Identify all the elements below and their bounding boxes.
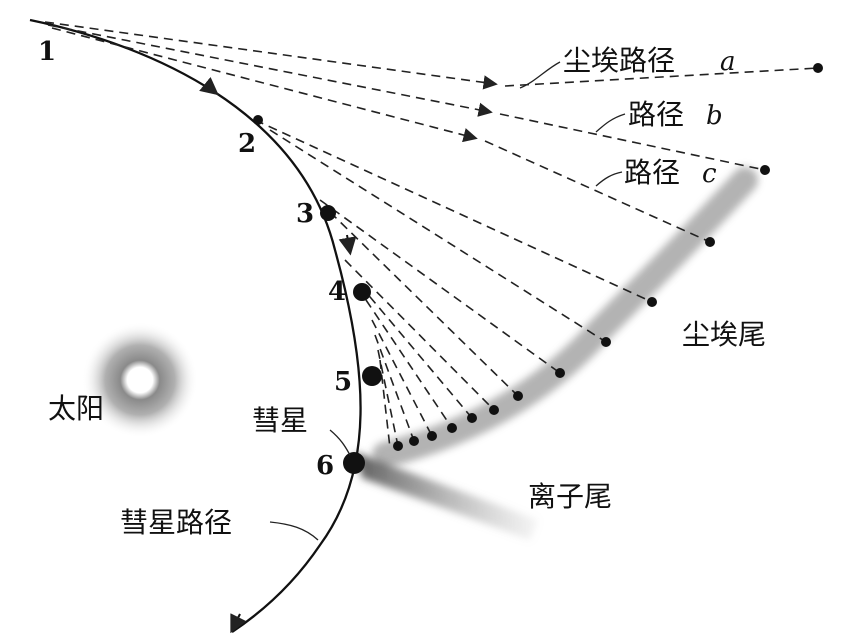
dust-path-a-cont <box>504 67 819 87</box>
dust-particle <box>513 391 523 401</box>
dust-particle <box>555 368 565 378</box>
dust-particle <box>467 413 477 423</box>
label-path-c-letter: c <box>702 159 717 189</box>
comet-position-2 <box>253 115 263 125</box>
position-number-6: 6 <box>316 451 334 481</box>
comet-position-4 <box>353 283 371 301</box>
label-dust-path-a: 尘埃路径 <box>563 44 675 77</box>
dust-path-b-line <box>47 24 493 117</box>
comet-position-6 <box>343 452 365 474</box>
labels: 尘埃路径 a 路径 b 路径 c 尘埃尾 太阳 彗星 离子尾 彗星路径 <box>48 44 766 539</box>
dust-particle <box>813 63 823 73</box>
dust-tail-band <box>372 167 758 468</box>
orbit-arrow-2 <box>338 234 357 256</box>
dust-path-line <box>374 334 415 442</box>
position-number-5: 5 <box>334 367 352 397</box>
dust-particle <box>427 431 437 441</box>
dust-path-line <box>344 259 495 411</box>
comet-orbit <box>29 18 362 633</box>
position-number-3: 3 <box>296 199 314 229</box>
label-sun: 太阳 <box>48 392 104 425</box>
position-number-4: 4 <box>328 277 346 307</box>
comet-position-5 <box>362 366 382 386</box>
leader-path-c <box>595 171 623 187</box>
dust-particle <box>705 237 715 247</box>
comet-position-3 <box>320 205 336 221</box>
dust-particle <box>647 297 657 307</box>
dust-path-c-cont <box>484 140 711 243</box>
leader-comet-path <box>269 521 319 541</box>
dust-path-line <box>254 119 653 303</box>
dust-path-c-line <box>51 27 478 143</box>
label-dust-path-a-letter: a <box>720 47 736 77</box>
leader-path-b <box>595 113 626 133</box>
label-path-c: 路径 <box>624 156 680 189</box>
dust-path-b-cont <box>499 113 766 171</box>
dust-path-line <box>371 319 433 437</box>
dust-particle <box>489 405 499 415</box>
sun-glow <box>82 322 198 438</box>
label-dust-tail: 尘埃尾 <box>682 318 766 351</box>
dust-path-line <box>365 299 453 429</box>
dust-particle <box>601 337 611 347</box>
orbit-arrow-1 <box>199 76 219 96</box>
leader-comet <box>329 429 351 456</box>
dust-particle <box>393 441 403 451</box>
sun <box>82 322 198 438</box>
dust-particle <box>760 165 770 175</box>
dust-particle <box>447 423 457 433</box>
dust-particles <box>393 63 823 451</box>
leader-dust-path-a <box>519 61 561 89</box>
dust-particle <box>409 436 419 446</box>
label-path-b-letter: b <box>706 101 723 131</box>
label-comet-path: 彗星路径 <box>120 506 232 539</box>
label-path-b: 路径 <box>628 98 684 131</box>
dust-path-line <box>319 199 561 374</box>
dust-paths <box>44 21 819 449</box>
position-number-2: 2 <box>238 129 256 159</box>
dust-path-line <box>269 129 607 343</box>
orbit-arrow-3 <box>230 613 247 634</box>
position-number-1: 1 <box>38 37 56 67</box>
dust-path-a-line <box>44 21 498 90</box>
comet-positions <box>253 115 382 474</box>
label-ion-tail: 离子尾 <box>528 480 612 513</box>
position-numbers: 1 2 3 4 5 6 <box>38 37 352 481</box>
label-comet: 彗星 <box>252 404 308 437</box>
ion-tail-band <box>355 452 538 540</box>
dust-path-line <box>359 284 473 419</box>
